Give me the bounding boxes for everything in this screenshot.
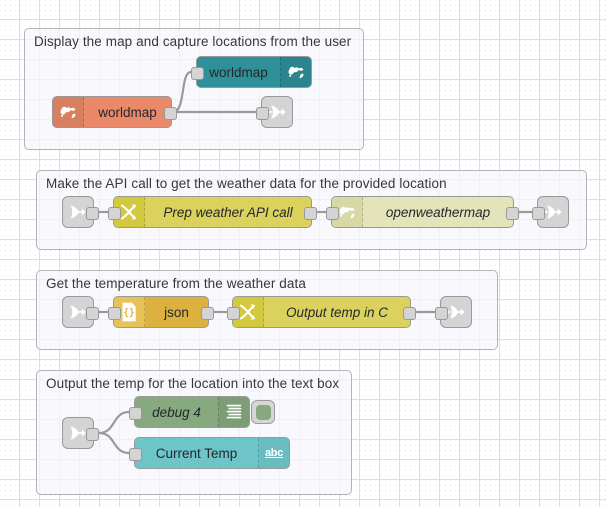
shuffle-icon bbox=[233, 297, 264, 327]
node-prep-weather-api-call[interactable]: Prep weather API call bbox=[108, 196, 317, 228]
abc-icon: abc bbox=[258, 438, 289, 468]
node-link-out-2[interactable] bbox=[532, 196, 569, 228]
node-worldmap-in[interactable]: worldmap bbox=[52, 96, 177, 128]
group-group-display-map[interactable]: Display the map and capture locations fr… bbox=[24, 28, 364, 150]
debug-toggle-indicator bbox=[255, 404, 271, 420]
node-openweathermap[interactable]: openweathermap bbox=[326, 196, 519, 228]
node-json[interactable]: {} json bbox=[108, 296, 214, 328]
input-port[interactable] bbox=[532, 206, 545, 220]
link-in-icon bbox=[67, 422, 89, 444]
group-label: Output the temp for the location into th… bbox=[46, 376, 340, 391]
input-port[interactable] bbox=[129, 447, 142, 461]
debug-toggle-button[interactable] bbox=[251, 400, 275, 424]
output-port[interactable] bbox=[164, 106, 177, 120]
group-label: Get the temperature from the weather dat… bbox=[46, 276, 306, 291]
abc-icon-label: abc bbox=[264, 447, 284, 459]
node-link-in-3[interactable] bbox=[62, 296, 99, 328]
output-port[interactable] bbox=[506, 206, 519, 220]
node-label: worldmap bbox=[98, 104, 157, 120]
input-port[interactable] bbox=[227, 306, 240, 320]
node-label: debug 4 bbox=[152, 404, 201, 420]
globe-icon bbox=[53, 97, 84, 127]
group-label: Display the map and capture locations fr… bbox=[34, 34, 352, 49]
group-label: Make the API call to get the weather dat… bbox=[46, 176, 447, 191]
input-port[interactable] bbox=[326, 206, 339, 220]
node-label: Current Temp bbox=[155, 445, 238, 461]
input-port[interactable] bbox=[108, 206, 121, 220]
output-port[interactable] bbox=[86, 427, 99, 441]
globe-icon bbox=[280, 57, 311, 87]
node-worldmap-out[interactable]: worldmap bbox=[191, 56, 312, 88]
output-port[interactable] bbox=[201, 306, 214, 320]
link-in-icon bbox=[67, 201, 89, 223]
svg-text:{}: {} bbox=[123, 307, 134, 318]
shuffle-icon bbox=[114, 197, 145, 227]
input-port[interactable] bbox=[435, 306, 448, 320]
input-port[interactable] bbox=[191, 66, 204, 80]
input-port[interactable] bbox=[108, 306, 121, 320]
node-label: json bbox=[164, 304, 189, 320]
output-port[interactable] bbox=[86, 306, 99, 320]
node-label: Prep weather API call bbox=[163, 204, 293, 220]
node-label: openweathermap bbox=[385, 204, 491, 220]
node-label: worldmap bbox=[209, 64, 268, 80]
input-port[interactable] bbox=[129, 406, 142, 420]
link-out-icon bbox=[266, 101, 288, 123]
link-in-icon bbox=[67, 301, 89, 323]
node-debug-4[interactable]: debug 4 bbox=[129, 396, 275, 428]
node-link-in-2[interactable] bbox=[62, 196, 99, 228]
debug-lines-icon bbox=[218, 397, 249, 427]
node-link-out-3[interactable] bbox=[435, 296, 472, 328]
output-port[interactable] bbox=[304, 206, 317, 220]
node-current-temp[interactable]: Current Temp abc bbox=[129, 437, 290, 469]
node-label: Output temp in C bbox=[285, 304, 389, 320]
node-link-in-4[interactable] bbox=[62, 417, 99, 449]
output-port[interactable] bbox=[403, 306, 416, 320]
link-out-icon bbox=[542, 201, 564, 223]
group-group-output-temp[interactable]: Output the temp for the location into th… bbox=[36, 370, 352, 495]
node-output-temp-in-c[interactable]: Output temp in C bbox=[227, 296, 416, 328]
input-port[interactable] bbox=[256, 106, 269, 120]
node-link-out-1[interactable] bbox=[256, 96, 293, 128]
link-out-icon bbox=[445, 301, 467, 323]
output-port[interactable] bbox=[86, 206, 99, 220]
